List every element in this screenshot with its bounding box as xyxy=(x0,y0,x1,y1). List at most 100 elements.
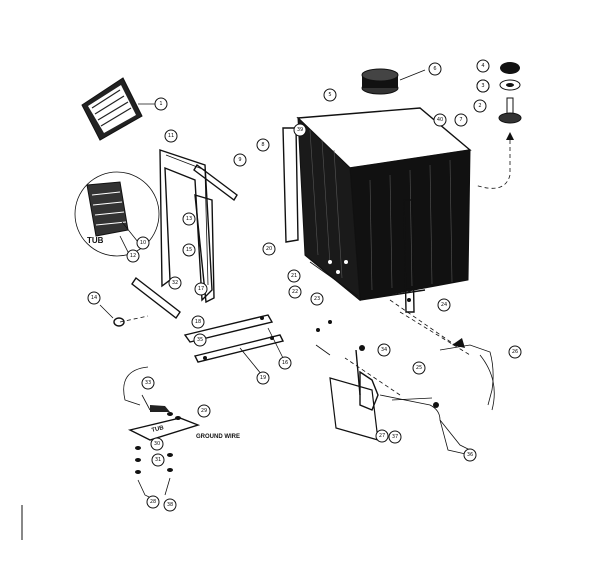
callout-number: 20 xyxy=(266,246,272,252)
callout-number: 35 xyxy=(197,337,203,343)
callout-c25: 25 xyxy=(412,361,426,375)
callout-c19: 19 xyxy=(256,371,270,385)
callout-c13: 13 xyxy=(182,212,196,226)
callout-number: 39 xyxy=(297,127,303,133)
callout-number: 8 xyxy=(261,142,264,148)
door-gasket-strips xyxy=(119,149,238,323)
callout-number: 32 xyxy=(172,280,178,286)
side-strip-22 xyxy=(389,199,471,356)
callout-circle xyxy=(126,249,140,263)
callout-number: 19 xyxy=(260,375,266,381)
callout-circle xyxy=(256,138,270,152)
callout-number: 34 xyxy=(381,347,387,353)
callout-circle xyxy=(388,430,402,444)
callout-circle xyxy=(287,269,301,283)
manual-booklet xyxy=(81,77,157,141)
callout-number: 38 xyxy=(167,502,173,508)
callout-number: 16 xyxy=(282,360,288,366)
callout-circle xyxy=(191,315,205,329)
callout-number: 26 xyxy=(512,349,518,355)
callout-circle xyxy=(194,282,208,296)
callout-c30: 30 xyxy=(150,437,164,451)
callout-c3: 3 xyxy=(476,79,490,93)
callout-circle xyxy=(193,333,207,347)
callout-circle xyxy=(476,59,490,73)
callout-number: 13 xyxy=(186,216,192,222)
callout-c22: 22 xyxy=(288,285,302,299)
callout-group: 1223456789101112131415161718192021222324… xyxy=(87,59,522,512)
callout-c24: 24 xyxy=(437,298,451,312)
callout-number: 22 xyxy=(292,289,298,295)
callout-circle xyxy=(288,285,302,299)
callout-circle xyxy=(182,243,196,257)
callout-circle xyxy=(310,292,324,306)
callout-circle xyxy=(323,88,337,102)
callout-number: 40 xyxy=(437,117,443,123)
callout-circle xyxy=(87,291,101,305)
callout-c18: 18 xyxy=(191,315,205,329)
callout-number: 9 xyxy=(238,157,241,163)
callout-circle xyxy=(278,356,292,370)
callout-c7: 7 xyxy=(454,113,468,127)
callout-number: 31 xyxy=(155,457,161,463)
callout-circle xyxy=(428,62,442,76)
callout-circle xyxy=(508,345,522,359)
callout-number: 25 xyxy=(416,365,422,371)
callout-circle xyxy=(150,437,164,451)
callout-c37: 37 xyxy=(388,430,402,444)
callout-c1: 1 xyxy=(154,97,168,111)
callout-c23: 23 xyxy=(310,292,324,306)
callout-c33: 33 xyxy=(141,376,155,390)
callout-c12: 12 xyxy=(126,249,140,263)
callout-c26: 26 xyxy=(508,345,522,359)
callout-c27: 27 xyxy=(375,429,389,443)
callout-circle xyxy=(146,495,160,509)
callout-circle xyxy=(197,404,211,418)
callout-number: 14 xyxy=(91,295,97,301)
callout-c16: 16 xyxy=(278,356,292,370)
callout-number: 15 xyxy=(186,247,192,253)
callout-circle xyxy=(412,361,426,375)
callout-number: 24 xyxy=(441,302,447,308)
callout-number: 1 xyxy=(159,101,162,107)
callout-circle xyxy=(168,276,182,290)
callout-number: 7 xyxy=(459,117,462,123)
callout-number: 29 xyxy=(201,408,207,414)
callout-circle xyxy=(437,298,451,312)
tub-front-flange xyxy=(282,127,299,243)
callout-circle xyxy=(454,113,468,127)
callout-c20: 20 xyxy=(262,242,276,256)
callout-c35: 35 xyxy=(193,333,207,347)
callout-circle xyxy=(164,129,178,143)
tub-detail-inset: TUB xyxy=(74,171,160,257)
callout-number: 18 xyxy=(195,319,201,325)
callout-circle xyxy=(262,242,276,256)
callout-c2a: 2 xyxy=(473,99,487,113)
dishwasher-tub xyxy=(296,107,472,302)
callout-number: 10 xyxy=(140,240,146,246)
callout-number: 27 xyxy=(379,433,385,439)
callout-c11: 11 xyxy=(164,129,178,143)
callout-c38: 38 xyxy=(163,498,177,512)
wire-harness-ground: TUB GROUND WIRE xyxy=(123,366,240,501)
callout-number: 37 xyxy=(392,434,398,440)
callout-c4: 4 xyxy=(476,59,490,73)
callout-circle xyxy=(154,97,168,111)
callout-c6: 6 xyxy=(428,62,442,76)
callout-number: 17 xyxy=(198,286,204,292)
callout-number: 12 xyxy=(130,253,136,259)
callout-c28: 28 xyxy=(146,495,160,509)
water-valve-assembly xyxy=(329,338,495,456)
callout-circle xyxy=(463,448,477,462)
top-cap-part xyxy=(361,68,426,95)
callout-number: 28 xyxy=(150,499,156,505)
callout-number: 6 xyxy=(433,66,436,72)
mounting-screws xyxy=(315,320,332,356)
callout-circle xyxy=(233,153,247,167)
callout-c10: 10 xyxy=(136,236,150,250)
callout-circle xyxy=(433,113,447,127)
callout-c29: 29 xyxy=(197,404,211,418)
callout-number: 33 xyxy=(145,380,151,386)
callout-number: 4 xyxy=(481,63,484,69)
